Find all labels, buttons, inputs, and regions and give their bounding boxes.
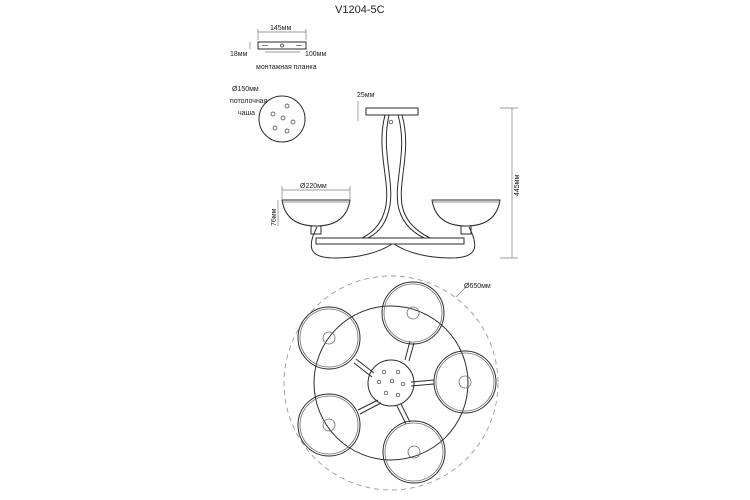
arm-ring <box>313 305 469 461</box>
cup-caption-line2: чаша <box>238 110 255 117</box>
side-view: 25мм Ø220мм 76мм 445мм <box>271 92 521 259</box>
shade-bottom-left <box>297 393 361 457</box>
total-height-label: 445мм <box>514 175 521 196</box>
shade-bottom-right <box>382 420 446 484</box>
center-cup <box>367 359 415 407</box>
shade-right <box>433 350 497 414</box>
mounting-plate <box>257 41 307 50</box>
cup-diameter-label: Ø150мм <box>232 86 259 93</box>
canopy <box>365 107 419 116</box>
mounting-plate-view: 145мм 18мм 100мм монтажная планка <box>230 25 326 71</box>
model-title: V1204-5C <box>335 4 385 16</box>
plate-hole-label: 100мм <box>305 51 326 58</box>
spokes <box>353 340 435 425</box>
shade-diameter-label: Ø220мм <box>300 183 327 190</box>
shade-top <box>381 281 445 345</box>
shade-height-label: 76мм <box>271 208 278 226</box>
plate-caption: монтажная планка <box>256 64 317 71</box>
arm-bar <box>315 237 465 245</box>
plate-height-label: 18мм <box>230 51 248 58</box>
right-shade <box>431 199 501 227</box>
shade-left <box>297 306 361 370</box>
ceiling-cup-view: Ø150мм потолочная чаша <box>230 86 306 143</box>
top-view: Ø650мм <box>283 275 499 491</box>
canopy-height-label: 25мм <box>357 92 375 99</box>
span-outline <box>283 275 499 491</box>
left-shade <box>281 199 351 227</box>
ceiling-cup <box>258 95 306 143</box>
plate-width-label: 145мм <box>270 25 291 32</box>
span-diameter-label: Ø650мм <box>464 283 491 290</box>
cup-caption-line1: потолочная <box>230 98 268 105</box>
